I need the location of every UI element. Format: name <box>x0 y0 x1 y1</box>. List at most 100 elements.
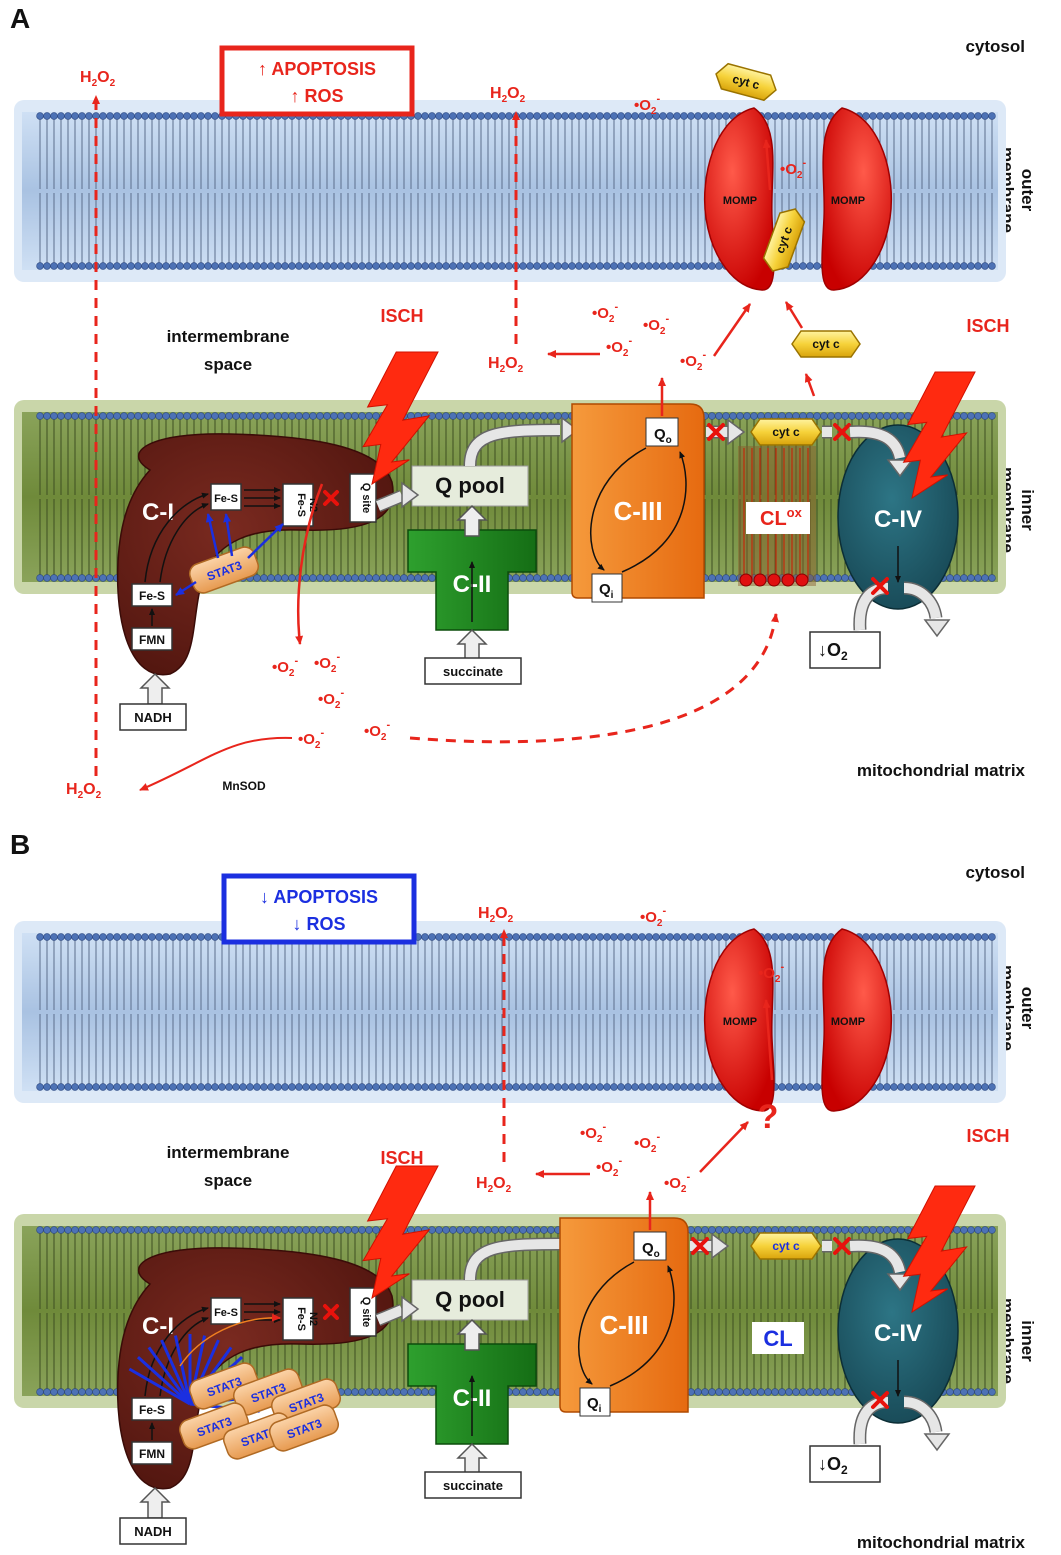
lipid-head <box>827 574 835 582</box>
lipid-head <box>953 262 961 270</box>
outer-membrane-label: outer <box>1018 987 1037 1030</box>
lipid-head <box>813 933 821 941</box>
lipid-head <box>694 112 702 120</box>
cytc-block-x-icon <box>833 1237 851 1255</box>
lipid-head <box>183 112 191 120</box>
cyt-c-cytosol: cyt c <box>715 62 777 102</box>
lipid-head <box>834 412 842 420</box>
cytc-release-arrow <box>784 301 804 329</box>
lipid-head <box>246 1226 254 1234</box>
lipid-head <box>512 574 520 582</box>
lipid-head <box>974 112 982 120</box>
lipid-head <box>57 1226 65 1234</box>
lipid-head <box>197 112 205 120</box>
lipid-head <box>428 1388 436 1396</box>
lipid-head <box>526 1083 534 1091</box>
lipid-head <box>778 933 786 941</box>
lipid-head <box>50 112 58 120</box>
lipid-head <box>722 1226 730 1234</box>
stat3-arrow <box>223 513 234 557</box>
lipid-head <box>680 1083 688 1091</box>
lipid-head <box>988 574 996 582</box>
lipid-head <box>974 1388 982 1396</box>
lipid-head <box>197 412 205 420</box>
lipid-head <box>512 1226 520 1234</box>
lipid-head <box>792 262 800 270</box>
lipid-head <box>925 112 933 120</box>
lipid-head <box>533 262 541 270</box>
stat3-shape <box>188 546 260 594</box>
lipid-head <box>974 574 982 582</box>
lipid-head <box>281 1083 289 1091</box>
lipid-head <box>407 574 415 582</box>
momp-label: MOMP <box>831 1016 865 1028</box>
lipid-head <box>43 262 51 270</box>
nadh-arrow <box>139 672 171 705</box>
lipid-head <box>715 262 723 270</box>
intermembrane-space-label: intermembrane <box>167 327 290 346</box>
lipid-head <box>981 1083 989 1091</box>
lipid-head <box>155 262 163 270</box>
lipid-head <box>127 112 135 120</box>
lipid-head <box>386 1083 394 1091</box>
lipid-head <box>330 574 338 582</box>
lipid-head <box>169 412 177 420</box>
lipid-head <box>316 262 324 270</box>
lipid-head <box>519 1388 527 1396</box>
lipid-head <box>113 412 121 420</box>
lipid-head <box>960 1226 968 1234</box>
lipid-head <box>827 412 835 420</box>
lipid-head <box>722 1388 730 1396</box>
lipid-head <box>456 933 464 941</box>
lipid-head <box>428 933 436 941</box>
lipid-head <box>50 1226 58 1234</box>
lipid-head <box>519 1226 527 1234</box>
lipid-head <box>106 1226 114 1234</box>
lipid-head <box>274 1083 282 1091</box>
lipid-head <box>127 1083 135 1091</box>
q-pool-box <box>411 1279 529 1321</box>
lipid-head <box>806 112 814 120</box>
superoxide-matrix: •O2- <box>298 727 324 751</box>
stat3-protein: STAT3 <box>268 1404 340 1452</box>
lipid-head <box>876 262 884 270</box>
cardiolipin-head <box>795 573 809 587</box>
ischemia-label: ISCH <box>380 1148 423 1168</box>
o2-box: ↓O2 <box>809 631 881 669</box>
lipid-head <box>330 412 338 420</box>
fe-s-box-text: Fe-S <box>214 1307 238 1319</box>
lipid-head <box>435 112 443 120</box>
lipid-head <box>792 1388 800 1396</box>
lipid-head <box>960 933 968 941</box>
succinate-box-text: succinate <box>443 1478 503 1493</box>
lipid-head <box>64 112 72 120</box>
lipid-head <box>890 262 898 270</box>
lipid-head <box>211 112 219 120</box>
lipid-head <box>358 262 366 270</box>
lipid-head <box>99 1083 107 1091</box>
lipid-head <box>708 112 716 120</box>
lipid-head <box>652 933 660 941</box>
lipid-head <box>526 574 534 582</box>
lipid-head <box>456 412 464 420</box>
lipid-head <box>253 574 261 582</box>
lipid-head <box>309 1226 317 1234</box>
lipid-head <box>85 412 93 420</box>
stat3-ray <box>136 1356 192 1406</box>
lipid-head <box>302 412 310 420</box>
lipid-head <box>638 262 646 270</box>
lipid-head <box>932 262 940 270</box>
lipid-head <box>526 112 534 120</box>
lipid-head <box>239 1083 247 1091</box>
lipid-head <box>358 574 366 582</box>
lipid-head <box>106 1083 114 1091</box>
panel-a: Acytosoloutermembraneinnermembraneinterm… <box>10 3 1037 801</box>
lipid-head <box>862 412 870 420</box>
lipid-head <box>610 1083 618 1091</box>
lipid-head <box>792 112 800 120</box>
lipid-head <box>36 1083 44 1091</box>
lipid-head <box>981 262 989 270</box>
lipid-head <box>967 1083 975 1091</box>
